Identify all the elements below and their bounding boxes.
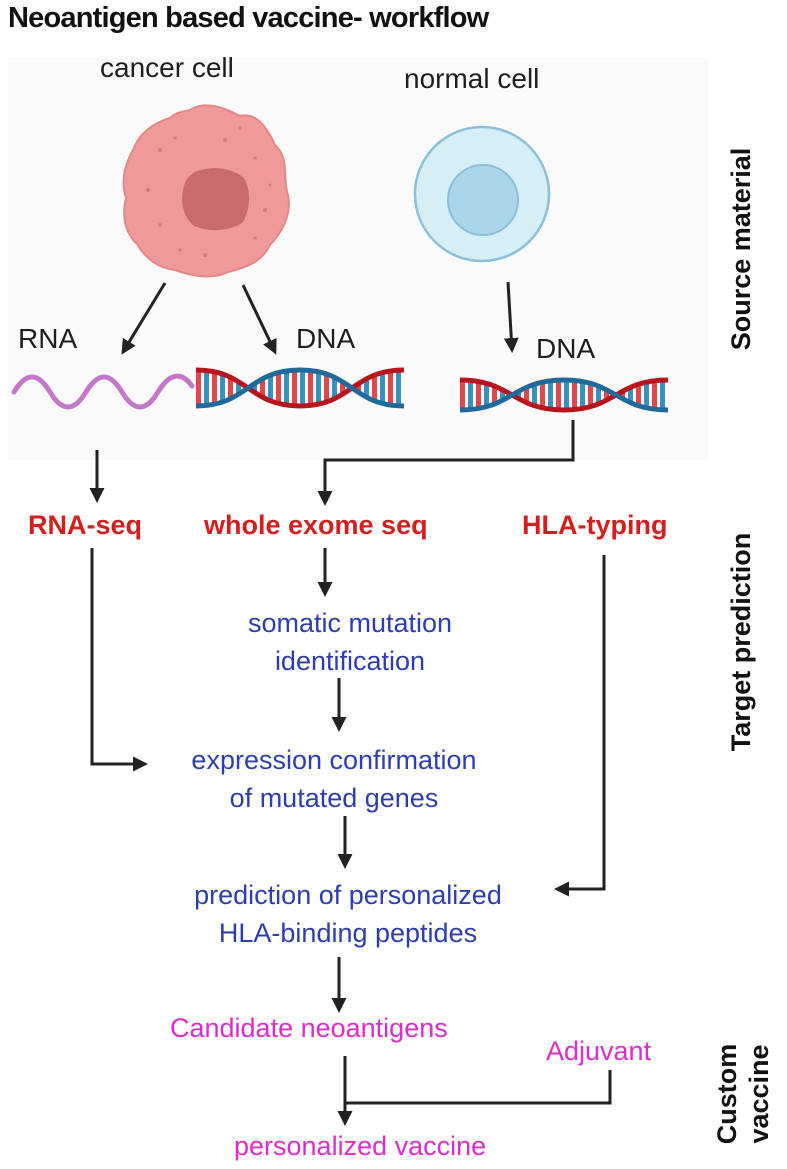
expression-line-2: of mutated genes bbox=[229, 783, 439, 813]
adjuvant-label: Adjuvant bbox=[546, 1036, 652, 1066]
prediction-line-2: HLA-binding peptides bbox=[218, 918, 478, 948]
rna-label: RNA bbox=[18, 323, 78, 354]
dna-cancer-label: DNA bbox=[296, 323, 356, 354]
somatic-line-2: identification bbox=[274, 646, 426, 676]
somatic-mutation-step: somatic mutation identification bbox=[210, 604, 490, 680]
cancer-cell-label: cancer cell bbox=[100, 52, 234, 83]
whole-exome-seq-method: whole exome seq bbox=[204, 510, 428, 540]
section-custom-vaccine: Custom vaccine bbox=[711, 1029, 775, 1159]
rna-strand-icon bbox=[11, 373, 195, 410]
page-title: Neoantigen based vaccine- workflow bbox=[8, 2, 489, 34]
custom-line-2: vaccine bbox=[744, 1044, 774, 1144]
dna-normal-label: DNA bbox=[536, 333, 596, 364]
normal-cell-label: normal cell bbox=[404, 63, 540, 94]
dna-cancer-icon bbox=[195, 367, 405, 409]
rna-seq-method: RNA-seq bbox=[28, 510, 143, 540]
normal-cell-icon bbox=[413, 125, 551, 263]
adjuvant-connector bbox=[345, 1070, 612, 1105]
expression-line-1: expression confirmation bbox=[191, 745, 477, 775]
flow-arrows bbox=[89, 281, 606, 1126]
section-target-prediction: Target prediction bbox=[726, 532, 756, 752]
prediction-step: prediction of personalized HLA-binding p… bbox=[150, 876, 546, 952]
custom-line-1: Custom bbox=[712, 1043, 742, 1145]
expression-confirmation-step: expression confirmation of mutated genes bbox=[148, 741, 520, 817]
hla-typing-method: HLA-typing bbox=[522, 510, 668, 540]
section-source-material: Source material bbox=[726, 147, 756, 351]
somatic-line-1: somatic mutation bbox=[247, 608, 453, 638]
personalized-vaccine: personalized vaccine bbox=[234, 1131, 487, 1161]
dna-normal-icon bbox=[459, 377, 669, 413]
candidate-neoantigens: Candidate neoantigens bbox=[170, 1013, 448, 1043]
cancer-cell-icon bbox=[122, 104, 290, 278]
prediction-line-1: prediction of personalized bbox=[194, 880, 502, 910]
